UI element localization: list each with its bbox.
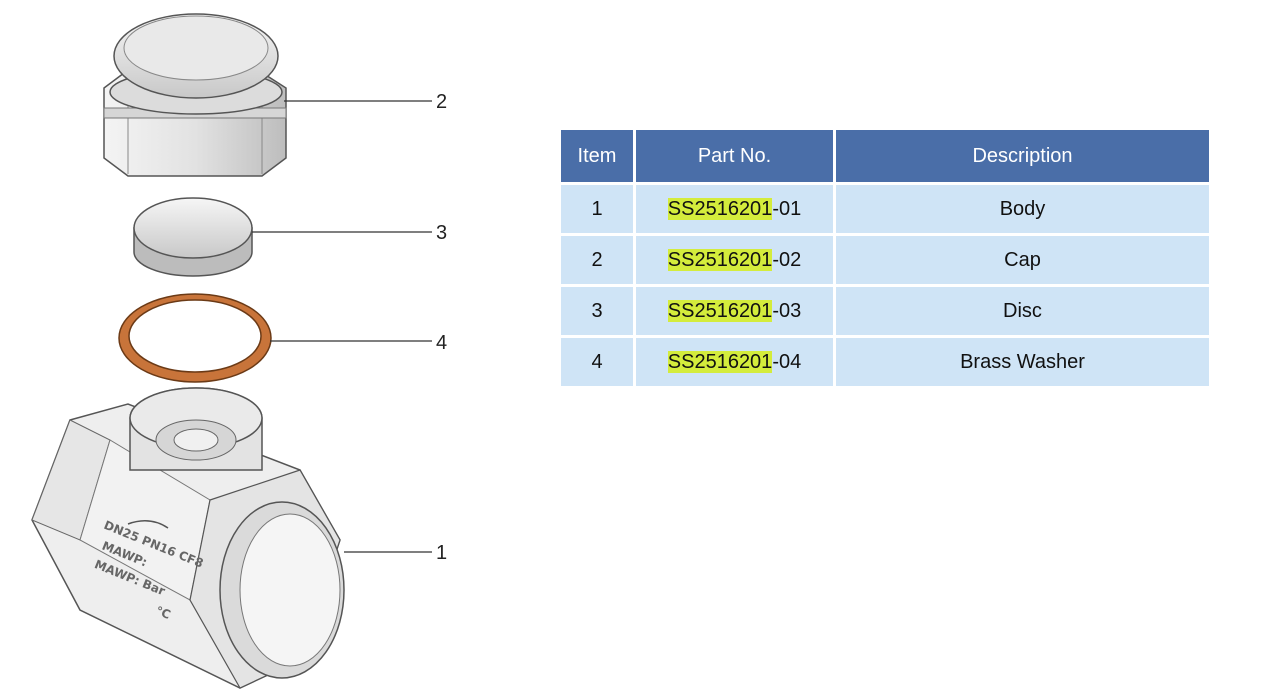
part-suffix: -04 xyxy=(772,350,802,373)
cap-part xyxy=(103,13,287,177)
cell-description: Disc xyxy=(836,287,1209,338)
callout-label-1: 1 xyxy=(436,542,448,564)
disc-part xyxy=(133,197,253,277)
cell-item: 4 xyxy=(561,338,636,386)
body-marking-4: °C xyxy=(154,603,173,622)
header-item: Item xyxy=(561,130,636,185)
part-prefix-highlight: SS2516201 xyxy=(667,197,773,220)
callout-label-2: 2 xyxy=(436,91,448,113)
cell-part-no: SS2516201-03 xyxy=(636,287,836,338)
header-part-no: Part No. xyxy=(636,130,836,185)
part-suffix: -03 xyxy=(772,299,802,322)
body-part: DN25 PN16 CF8 MAWP: MAWP: Bar °C xyxy=(31,387,345,689)
table-row: 4 SS2516201-04 Brass Washer xyxy=(561,338,1209,386)
cell-description: Body xyxy=(836,185,1209,236)
cell-item: 3 xyxy=(561,287,636,338)
cell-item: 2 xyxy=(561,236,636,287)
cell-part-no: SS2516201-02 xyxy=(636,236,836,287)
part-prefix-highlight: SS2516201 xyxy=(667,248,773,271)
part-prefix-highlight: SS2516201 xyxy=(667,350,773,373)
callout-label-3: 3 xyxy=(436,222,448,244)
table-row: 3 SS2516201-03 Disc xyxy=(561,287,1209,338)
table-row: 1 SS2516201-01 Body xyxy=(561,185,1209,236)
exploded-view-drawing: DN25 PN16 CF8 MAWP: MAWP: Bar °C xyxy=(31,13,432,689)
cell-item: 1 xyxy=(561,185,636,236)
cell-description: Cap xyxy=(836,236,1209,287)
parts-list-table: Item Part No. Description 1 SS2516201-01… xyxy=(561,130,1209,386)
header-description: Description xyxy=(836,130,1209,185)
part-prefix-highlight: SS2516201 xyxy=(667,299,773,322)
table-row: 2 SS2516201-02 Cap xyxy=(561,236,1209,287)
part-suffix: -01 xyxy=(772,197,802,220)
table-header-row: Item Part No. Description xyxy=(561,130,1209,185)
cell-description: Brass Washer xyxy=(836,338,1209,386)
cell-part-no: SS2516201-01 xyxy=(636,185,836,236)
cell-part-no: SS2516201-04 xyxy=(636,338,836,386)
callout-label-4: 4 xyxy=(436,332,448,354)
brass-washer-part xyxy=(118,293,272,383)
part-suffix: -02 xyxy=(772,248,802,271)
